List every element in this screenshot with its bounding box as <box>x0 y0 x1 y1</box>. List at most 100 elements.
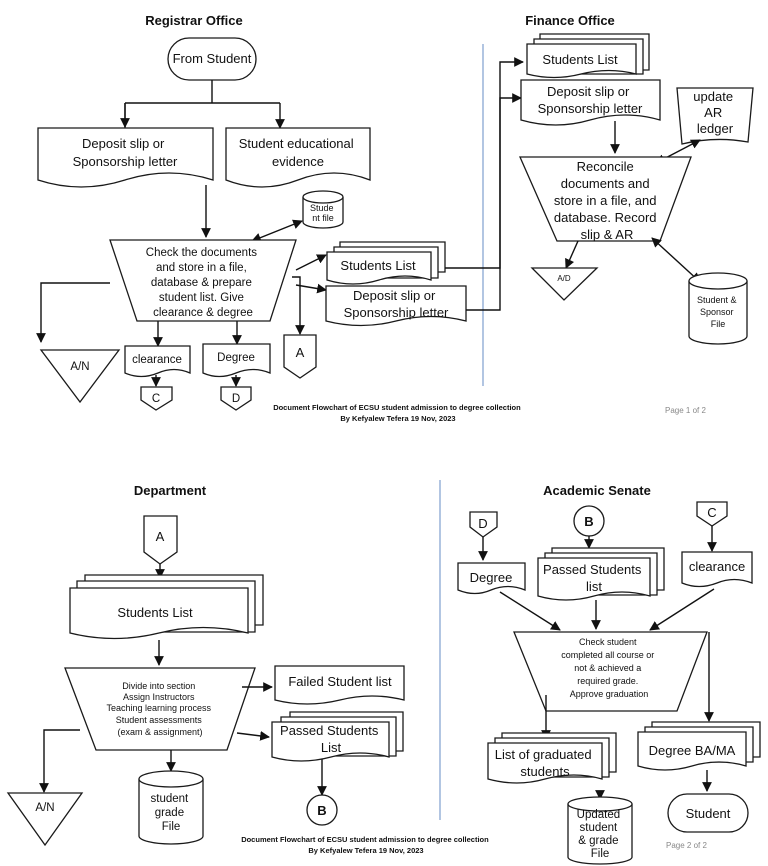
deposit-slip-line-2: Sponsorship letter <box>73 154 178 169</box>
svg-text:Passed Students list: Passed Students list <box>543 562 645 594</box>
passed-list-multidocument: Passed Students List <box>271 711 404 762</box>
svg-text:Reconcile documents and: Reconcile documents and store in a file,… <box>554 159 660 242</box>
connector-a-label: A <box>296 345 305 360</box>
deposit-slip-to-finance-connector <box>466 93 522 311</box>
updated-grade-file-database: Updated student & grade File <box>567 796 633 865</box>
degree-to-check-connector <box>499 591 561 631</box>
svg-text:Stude nt file: Stude nt file <box>310 203 336 223</box>
svg-text:Updated student &: Updated student & grade File <box>577 809 624 860</box>
students-list-label: Students List <box>340 258 416 273</box>
dept-process-line-5: (exam & assignment) <box>117 727 202 737</box>
check-documents-line-5: clearance & degree <box>153 307 253 319</box>
senate-offpage-connector-c: C <box>696 501 728 527</box>
senate-passed-line-2: list <box>586 579 602 594</box>
offpage-connector-a: A <box>283 334 317 379</box>
dept-students-list-label: Students List <box>117 605 193 620</box>
senate-clearance-label: clearance <box>689 559 745 574</box>
to-passed-list-connector <box>236 731 270 741</box>
deposit-slip-document: Deposit slip or Sponsorship letter <box>37 127 214 188</box>
svg-text:Student educational evid: Student educational evidence <box>239 136 358 169</box>
svg-text:update AR ledger: update AR ledger <box>693 89 736 136</box>
check-student-process: Check student completed all course or no… <box>513 631 708 712</box>
check-documents-process: Check the documents and store in a file,… <box>109 239 297 322</box>
caption-1-line-1: Document Flowchart of ECSU student admis… <box>273 403 521 412</box>
finance-deposit-slip-document: Deposit slip or Sponsorship letter <box>520 79 661 126</box>
check-documents-line-2: and store in a file, <box>156 262 247 274</box>
check-student-line-2: completed all course or <box>561 650 654 660</box>
reconcile-line-2: documents and <box>561 176 650 191</box>
sponsor-file-line-2: Sponsor <box>700 307 734 317</box>
to-connector-a <box>292 276 305 335</box>
degree-label: Degree <box>217 352 255 364</box>
dept-connector-b: B <box>306 794 338 826</box>
dept-offpage-connector-a: A <box>143 515 178 565</box>
from-student-split-connector <box>124 80 280 128</box>
from-student-label: From Student <box>173 51 252 66</box>
senate-connector-c-label: C <box>707 505 716 520</box>
dept-students-list-multidocument: Students List <box>69 574 264 640</box>
check-student-line-4: required grade. <box>577 676 638 686</box>
reconcile-line-1: Reconcile <box>577 159 634 174</box>
dept-process-line-4: Student assessments <box>116 715 203 725</box>
grade-file-line-2: grade <box>155 807 184 819</box>
caption-2-line-1: Document Flowchart of ECSU student admis… <box>241 835 489 844</box>
sponsor-file-line-3: File <box>711 319 726 329</box>
grade-file-line-1: student <box>151 793 190 805</box>
an-archive-triangle: A/N <box>39 349 121 404</box>
clearance-label: clearance <box>132 354 182 366</box>
offpage-connector-d: D <box>220 386 252 411</box>
updated-file-line-3: & grade <box>578 835 618 847</box>
deposit-slip-2-document: Deposit slip or Sponsorship letter <box>325 285 467 327</box>
deposit-slip-2-line-1: Deposit slip or <box>353 288 436 303</box>
svg-text:student grade File: student grade File <box>151 793 192 833</box>
student-file-database: Stude nt file <box>302 190 344 229</box>
svg-text:Deposit slip or Sponsors: Deposit slip or Sponsorship letter <box>73 136 178 169</box>
department-title: Department <box>134 483 207 498</box>
student-label: Student <box>686 806 731 821</box>
from-student-terminator: From Student <box>167 37 257 81</box>
page-1-number: Page 1 of 2 <box>665 406 706 415</box>
senate-connector-b: B <box>573 505 605 537</box>
check-student-line-3: not & achieved a <box>574 663 641 673</box>
graduated-list-line-2: students <box>520 764 570 779</box>
svg-text:Passed Students List: Passed Students List <box>280 723 382 755</box>
student-terminator: Student <box>667 793 749 833</box>
senate-degree-document: Degree <box>457 562 526 595</box>
caption-page-2: Document Flowchart of ECSU student admis… <box>241 835 491 855</box>
senate-passed-list-multidocument: Passed Students list <box>537 547 665 601</box>
failed-list-document: Failed Student list <box>274 665 405 705</box>
dept-an-archive-triangle: A/N <box>6 792 84 847</box>
registrar-office-title: Registrar Office <box>145 13 243 28</box>
svg-text:List of graduated studen: List of graduated students <box>495 747 595 779</box>
students-list-multidocument: Students List <box>326 241 446 285</box>
academic-senate-title: Academic Senate <box>543 483 651 498</box>
grade-file-line-3: File <box>162 821 181 833</box>
grade-file-database: student grade File <box>138 770 204 845</box>
finance-students-list-multidocument: Students List <box>526 33 650 79</box>
dept-process-line-3: Teaching learning process <box>106 703 211 713</box>
finance-deposit-slip-line-1: Deposit slip or <box>547 84 630 99</box>
update-ar-ledger-document: update AR ledger <box>676 87 754 145</box>
caption-1-line-2: By Kefyalew Tefera 19 Nov, 2023 <box>340 414 455 423</box>
reconcile-process: Reconcile documents and store in a file,… <box>519 156 692 242</box>
finance-office-title: Finance Office <box>525 13 615 28</box>
clearance-document: clearance <box>124 345 191 378</box>
svg-text:Check student completed: Check student completed all course or no… <box>561 637 657 699</box>
dept-process-line-1: Divide into section <box>122 681 195 691</box>
senate-degree-label: Degree <box>470 570 513 585</box>
passed-list-line-2: List <box>321 740 342 755</box>
senate-passed-line-1: Passed Students <box>543 562 642 577</box>
sponsor-file-line-1: Student & <box>697 295 737 305</box>
to-an-connector <box>36 282 110 343</box>
update-ar-line-1: update <box>693 89 733 104</box>
finance-students-list-label: Students List <box>542 52 618 67</box>
graduated-list-multidocument: List of graduated students <box>487 732 617 784</box>
dept-process: Divide into section Assign Instructors T… <box>64 667 256 751</box>
clearance-to-check-connector <box>649 588 715 631</box>
senate-offpage-connector-d: D <box>469 511 498 538</box>
connector-c-label: C <box>152 393 160 405</box>
check-documents-line-4: student list. Give <box>159 292 244 304</box>
offpage-connector-c: C <box>140 386 173 411</box>
senate-connector-d-label: D <box>478 516 487 531</box>
